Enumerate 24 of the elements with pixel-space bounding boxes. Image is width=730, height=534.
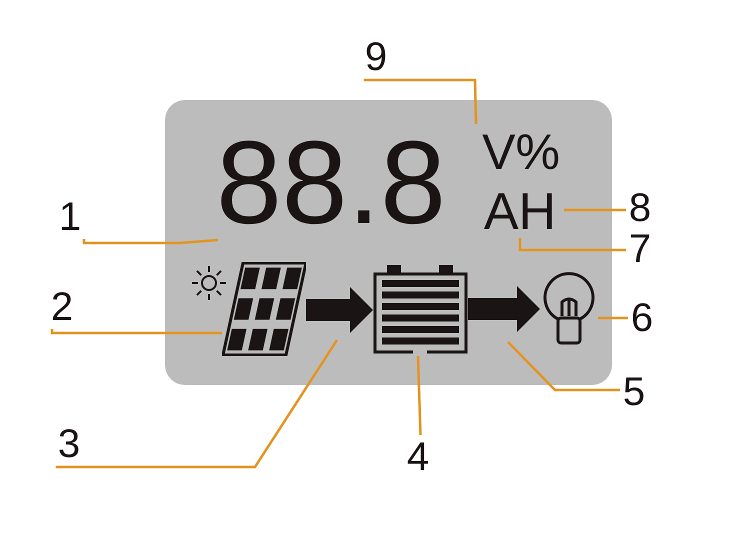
callout-number: 6 [630, 296, 654, 340]
leader-line [50, 329, 222, 334]
leader-line [416, 356, 422, 436]
leader-line [507, 341, 620, 392]
leader-line [518, 238, 626, 252]
leader-line [598, 316, 628, 320]
leader-line [564, 208, 626, 212]
leader-line [364, 78, 478, 124]
leader-line [82, 238, 218, 244]
callout-number: 4 [406, 435, 430, 479]
callout-number: 3 [56, 422, 82, 466]
unit-label: AH [482, 186, 558, 238]
callout-number: 2 [50, 285, 74, 329]
arrow [468, 286, 540, 332]
digit-readout: 88.8 [218, 126, 444, 240]
callout-number: 5 [622, 370, 646, 414]
leader-line [56, 339, 338, 468]
callout-number: 9 [364, 35, 388, 79]
arrow [306, 287, 373, 333]
unit-label: V% [481, 124, 561, 180]
callout-number: 8 [628, 186, 652, 230]
callout-number: 7 [628, 227, 652, 271]
lcd-panel [165, 100, 612, 385]
callout-number: 1 [58, 195, 82, 239]
